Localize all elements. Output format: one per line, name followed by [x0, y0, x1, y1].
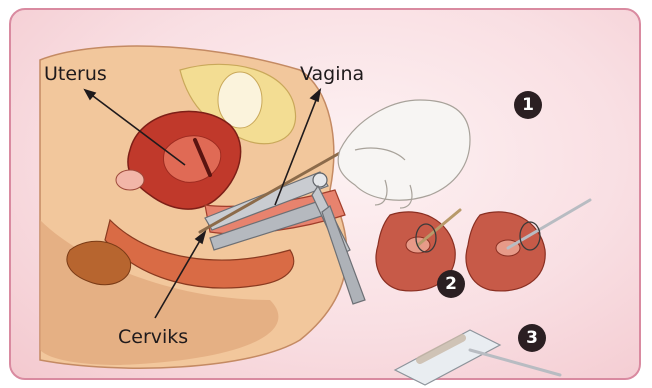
- uterus-label: Uterus: [44, 63, 107, 85]
- vagina-label: Vagina: [300, 63, 364, 85]
- ovary: [116, 170, 144, 190]
- step-2-badge: 2: [437, 270, 465, 298]
- step-3-badge: 3: [518, 324, 546, 352]
- cervix-label: Cerviks: [118, 326, 188, 348]
- gloved-hand: [338, 100, 470, 208]
- bladder-inner: [218, 72, 262, 128]
- step-1-badge: 1: [514, 91, 542, 119]
- cervix-closeup-right: [466, 200, 590, 291]
